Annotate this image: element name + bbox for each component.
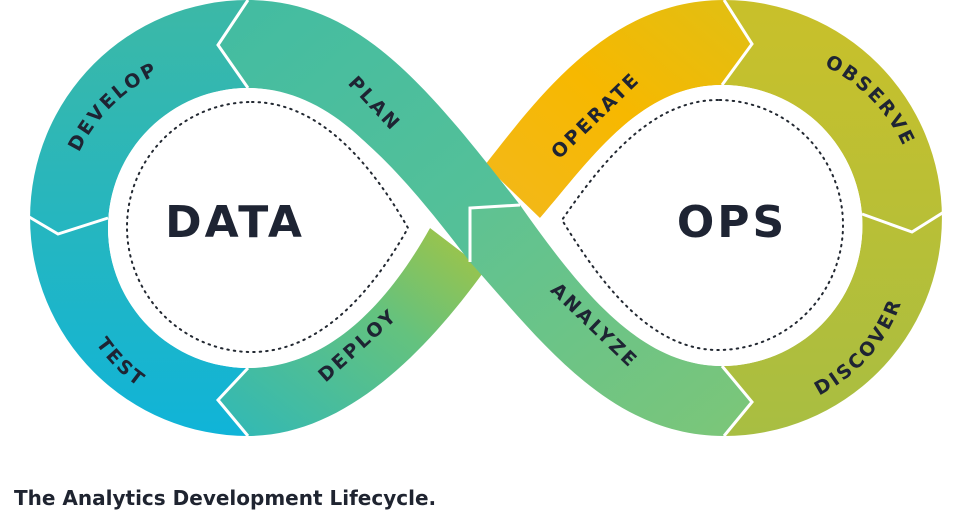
divider-observe-discover [861,203,956,234]
right-inner-area [540,85,863,366]
analyze-band [470,205,752,436]
data-label: DATA [165,197,305,248]
right-loop-band [722,0,942,436]
divider-analyze-discover [720,365,754,437]
divider-develop-plan [216,0,250,89]
left-loop-band [30,0,249,436]
divider-test-deploy [215,366,250,437]
left-dotted-outline [126,100,410,354]
plan-band [218,0,520,262]
divider-operate-observe [720,0,754,86]
diagram-caption: The Analytics Development Lifecycle. [14,486,437,510]
left-inner-area [108,88,430,368]
analytics-lifecycle-infinity-diagram: DATA OPS DEVELOP OBSERVE TEST DISCOVER P… [13,0,956,437]
deploy-band [218,228,485,436]
operate-band [485,0,752,218]
divider-plan-analyze [468,203,521,262]
divider-develop-test [13,206,109,236]
right-dotted-outline [560,98,844,352]
ops-label: OPS [677,197,787,248]
